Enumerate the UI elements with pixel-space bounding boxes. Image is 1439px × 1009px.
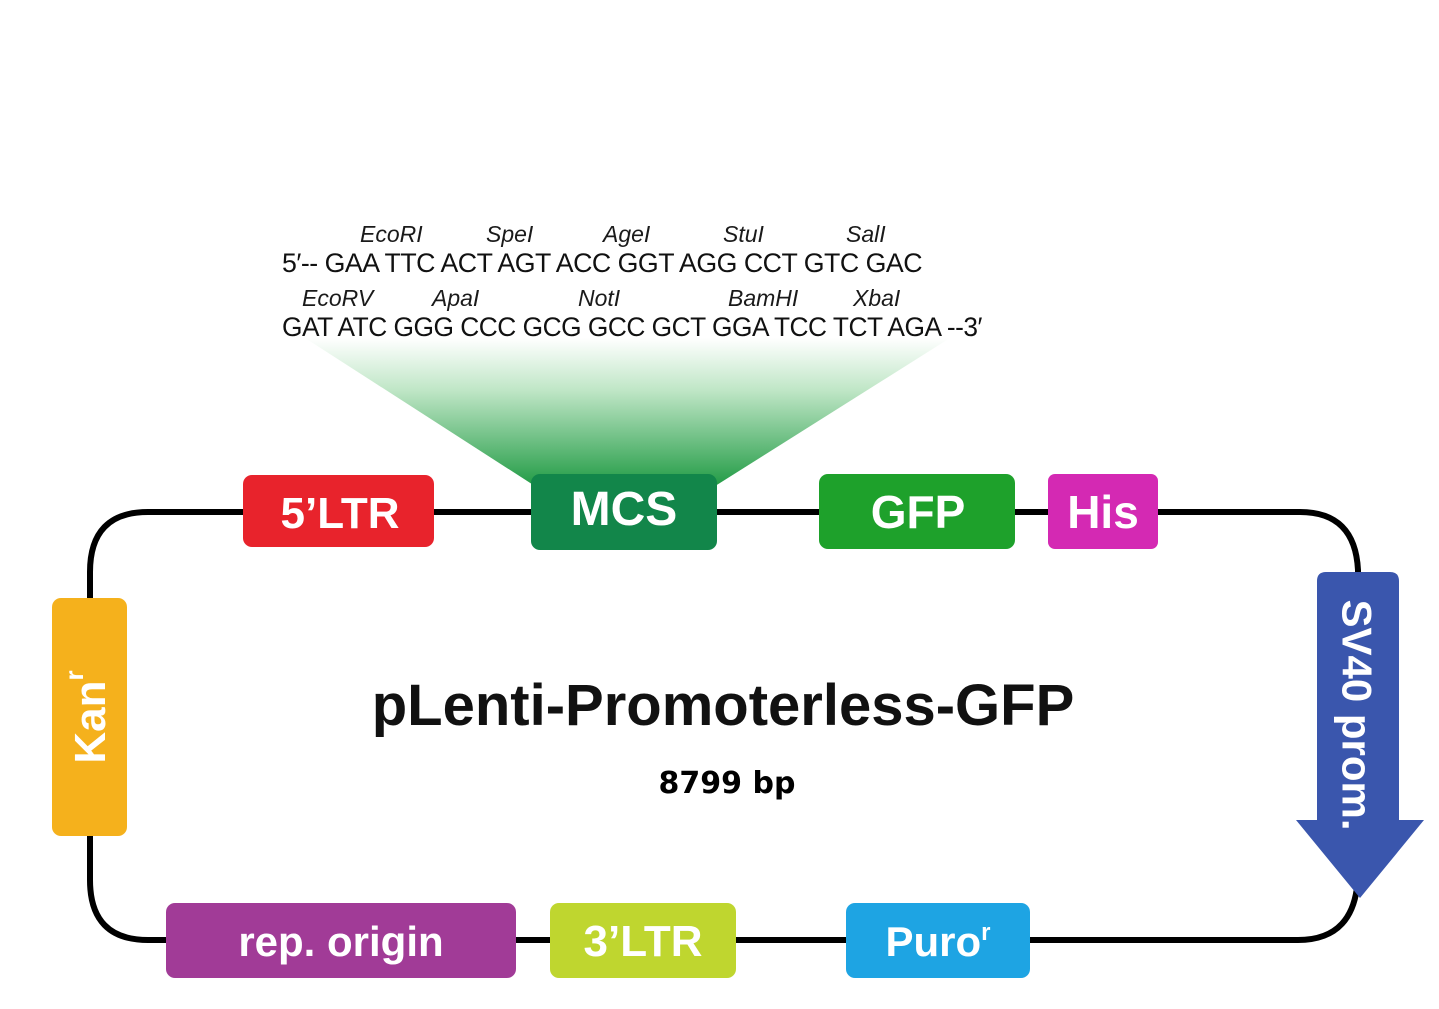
feature-rep-origin-label: rep. origin [238, 918, 443, 965]
feature-puro-superscript: r [981, 919, 990, 946]
feature-rep-origin-box [166, 903, 516, 978]
feature-puro-resistance: Puror [846, 903, 1030, 978]
feature-mcs: MCS [531, 474, 717, 550]
feature-gfp-box [819, 474, 1015, 549]
feature-3ltr-box [550, 903, 736, 978]
feature-his-box [1048, 474, 1158, 549]
mcs-expansion-fan [305, 338, 950, 488]
feature-sv40-promoter: SV40 prom. [1296, 572, 1424, 898]
feature-puro-label: Puror [885, 918, 990, 965]
feature-5ltr-box [243, 475, 434, 547]
enzyme-label: SalI [846, 221, 886, 247]
feature-gfp: GFP [819, 474, 1015, 549]
dna-sequence: GAT ATC GGG CCC GCG GCC GCT GGA TCC TCT … [282, 312, 982, 342]
feature-his-tag: His [1048, 474, 1158, 549]
feature-5ltr-label: 5’LTR [281, 489, 400, 538]
enzyme-label: EcoRI [360, 221, 423, 247]
plasmid-name: pLenti-Promoterless-GFP [372, 673, 1075, 738]
feature-gfp-label: GFP [871, 486, 966, 538]
enzyme-label: SpeI [486, 221, 534, 247]
feature-mcs-box [531, 474, 717, 550]
sv40-arrow-shape [1296, 572, 1424, 898]
feature-kan-superscript: r [59, 670, 89, 680]
feature-kan-box [52, 598, 127, 836]
feature-mcs-label: MCS [571, 483, 678, 536]
plasmid-size: 8799 bp [659, 766, 796, 801]
enzyme-label: StuI [723, 221, 765, 247]
enzyme-label: ApaI [430, 285, 480, 311]
enzyme-label: AgeI [601, 221, 651, 247]
feature-his-label: His [1067, 486, 1139, 538]
enzyme-label: BamHI [728, 285, 799, 311]
mcs-sequence-line-1: EcoRI SpeI AgeI StuI SalI 5′-- GAA TTC A… [282, 221, 923, 278]
feature-kan-resistance: Kanr [52, 598, 127, 836]
feature-3ltr-label: 3’LTR [584, 917, 703, 966]
feature-puro-box [846, 903, 1030, 978]
enzyme-label: NotI [578, 285, 621, 311]
enzyme-label: EcoRV [302, 285, 376, 311]
feature-5ltr: 5’LTR [243, 475, 434, 547]
feature-kan-label: Kanr [59, 670, 115, 763]
feature-puro-text: Puro [885, 918, 981, 965]
feature-sv40-label: SV40 prom. [1334, 599, 1381, 830]
feature-3ltr: 3’LTR [550, 903, 736, 978]
feature-rep-origin: rep. origin [166, 903, 516, 978]
dna-sequence: 5′-- GAA TTC ACT AGT ACC GGT AGG CCT GTC… [282, 248, 922, 278]
mcs-sequence-line-2: EcoRV ApaI NotI BamHI XbaI GAT ATC GGG C… [282, 285, 983, 342]
enzyme-label: XbaI [852, 285, 901, 311]
feature-kan-text: Kan [66, 681, 115, 764]
plasmid-backbone [87, 509, 1361, 943]
